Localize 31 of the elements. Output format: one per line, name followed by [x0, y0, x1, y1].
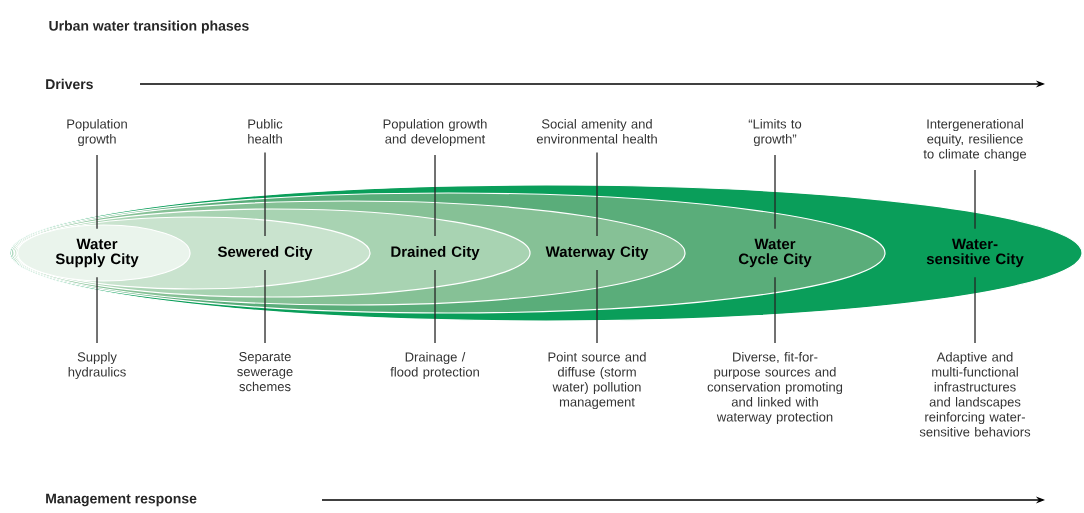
- driver-text: Social amenity and environmental health: [536, 119, 657, 144]
- axis-label: Management response: [46, 493, 197, 507]
- driver-text: Public health: [248, 119, 283, 144]
- connector-line: [596, 269, 598, 344]
- connector-line: [774, 276, 776, 344]
- driver-text: Intergenerational equity, resilience to climate change: [923, 119, 1027, 162]
- city-label: Drained City: [391, 246, 480, 260]
- connector-line: [596, 151, 598, 237]
- response-text: Point source and diffuse (storm water) pollution management: [548, 352, 646, 410]
- connector-line: [434, 154, 436, 237]
- city-label: Water-sensitive City: [926, 238, 1024, 268]
- connector-line: [434, 269, 436, 344]
- title: Urban water transition phases: [49, 20, 249, 34]
- response-text: Diverse, fit-for-purpose sources and conservation promoting and linked with waterway protection: [707, 352, 843, 425]
- connector-line: [264, 151, 266, 237]
- response-text: Adaptive and multi-functional infrastructures and landscapes reinforcing water-sensitive behaviors: [919, 352, 1031, 437]
- response-text: Drainage / flood protection: [390, 352, 479, 380]
- connector-line: [974, 169, 976, 230]
- response-text: Separate sewerage schemes: [237, 352, 293, 392]
- connector-line: [774, 154, 776, 230]
- driver-text: “Limits to growth”: [748, 119, 802, 147]
- city-label: Water Cycle City: [738, 238, 812, 268]
- connector-line: [974, 276, 976, 344]
- city-label: Water Supply City: [55, 238, 139, 268]
- city-label: Waterway City: [545, 246, 649, 260]
- driver-text: Population growth: [67, 119, 127, 147]
- response-text: Supply hydraulics: [68, 352, 126, 380]
- city-label: Sewered City: [217, 246, 313, 260]
- connector-line: [264, 269, 266, 344]
- axis-label: Drivers: [46, 78, 93, 90]
- driver-text: Population growth and development: [383, 119, 487, 147]
